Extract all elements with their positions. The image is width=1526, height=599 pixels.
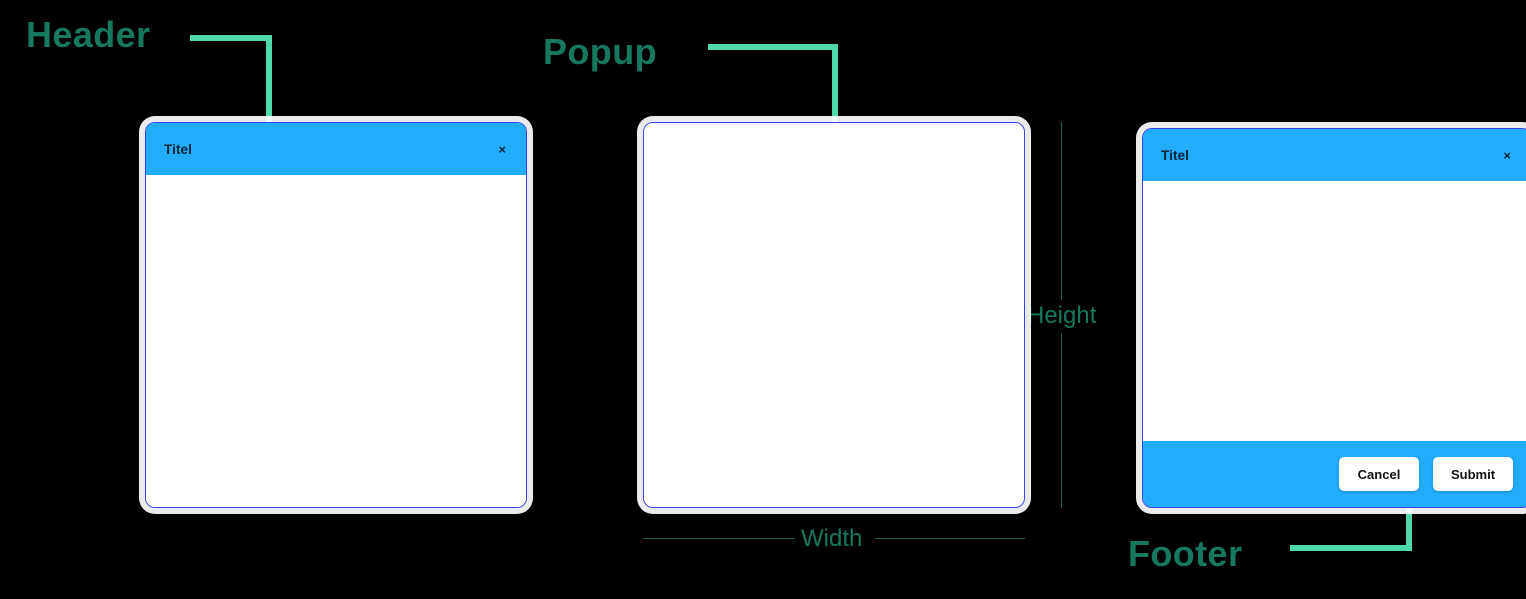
annotation-label-popup: Popup	[543, 31, 657, 72]
dialog-body	[146, 175, 526, 507]
dimension-line-width-left	[643, 538, 795, 539]
dialog-header-bar: Titel ×	[1143, 129, 1526, 181]
leader-line-footer-vertical	[1406, 503, 1412, 551]
dialog-header-example: Titel ×	[145, 122, 527, 508]
leader-line-footer-horizontal	[1290, 545, 1412, 551]
dialog-header-bar: Titel ×	[146, 123, 526, 175]
submit-button[interactable]: Submit	[1433, 457, 1513, 491]
annotation-label-header: Header	[26, 14, 151, 55]
dialog-title: Titel	[1161, 147, 1190, 163]
dialog-body	[644, 123, 1024, 507]
dimension-line-height-bottom	[1061, 333, 1062, 508]
dialog-popup-example	[643, 122, 1025, 508]
leader-line-popup-horizontal	[708, 44, 838, 50]
leader-line-header-vertical	[266, 35, 272, 143]
dialog-body	[1143, 181, 1526, 441]
annotation-label-footer: Footer	[1128, 533, 1243, 574]
dialog-footer-bar: Cancel Submit	[1143, 441, 1526, 507]
dialog-title: Titel	[164, 141, 193, 157]
close-icon[interactable]: ×	[498, 141, 506, 157]
dimension-line-width-right	[875, 538, 1025, 539]
close-icon[interactable]: ×	[1503, 147, 1511, 163]
dimension-label-height: Height	[1027, 302, 1097, 329]
leader-line-header-horizontal	[190, 35, 272, 41]
dimension-line-height-top	[1061, 122, 1062, 300]
cancel-button[interactable]: Cancel	[1339, 457, 1419, 491]
dimension-label-width: Width	[801, 525, 863, 552]
leader-line-popup-vertical	[832, 44, 838, 124]
dialog-footer-example: Titel × Cancel Submit	[1142, 128, 1526, 508]
